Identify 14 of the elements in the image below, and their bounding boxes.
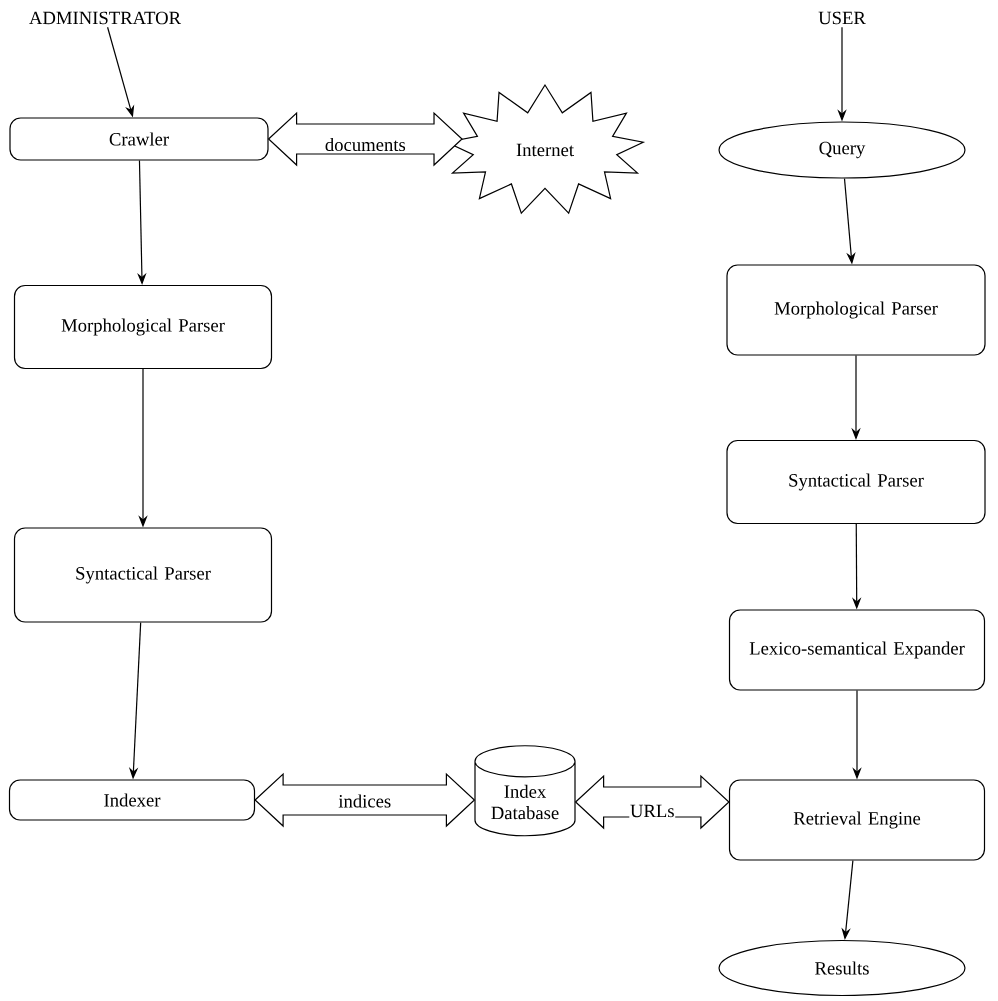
- process-box: Syntactical Parser: [13, 527, 273, 623]
- process-box: Syntactical Parser: [726, 439, 986, 525]
- process-box: Morphological Parser: [13, 284, 273, 370]
- process-box: Crawler: [9, 117, 269, 161]
- double-arrow: [254, 772, 476, 828]
- process-box: Lexico-semantical Expander: [728, 609, 986, 691]
- actor-label: ADMINISTRATOR: [29, 11, 182, 25]
- edge-label: documents: [324, 137, 407, 152]
- database-cylinder: Index Database: [474, 745, 576, 837]
- process-box: Indexer: [8, 779, 256, 821]
- actor-label: USER: [818, 11, 866, 25]
- process-box: Morphological Parser: [726, 264, 986, 356]
- edge-label: URLs: [629, 804, 676, 818]
- process-box: Retrieval Engine: [728, 779, 986, 861]
